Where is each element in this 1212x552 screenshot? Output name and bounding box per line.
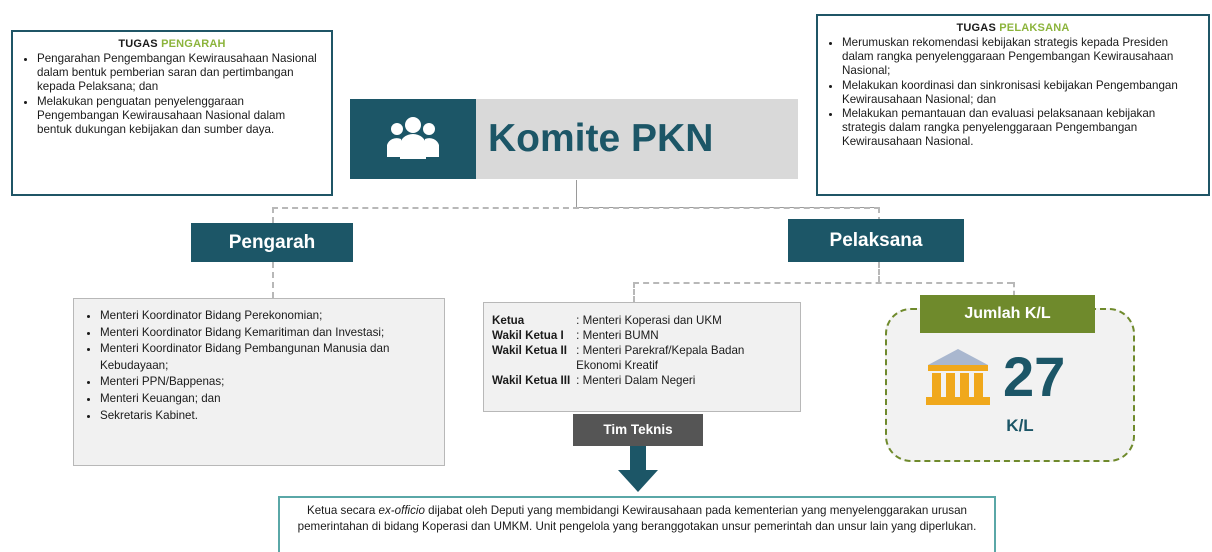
list-item: Pengarahan Pengembangan Kewirausahaan Na… <box>37 52 323 95</box>
list-item: Menteri Keuangan; dan <box>100 391 434 408</box>
pengarah-label: Pengarah <box>191 223 353 262</box>
pengarah-members-box: Menteri Koordinator Bidang Perekonomian;… <box>73 298 445 466</box>
people-group-icon <box>387 117 439 159</box>
jumlah-kl-value: 27 <box>1003 345 1066 408</box>
tugas-pelaksana-list: Merumuskan rekomendasi kebijakan strateg… <box>826 36 1200 150</box>
jumlah-drop-line <box>1013 282 1015 296</box>
institution-building-icon <box>926 349 990 405</box>
pelaksana-label: Pelaksana <box>788 219 964 262</box>
list-item: Menteri Koordinator Bidang Perekonomian; <box>100 308 434 325</box>
tugas-pelaksana-box: TUGAS PELAKSANA Merumuskan rekomendasi k… <box>816 14 1210 196</box>
pelaksana-split-line <box>633 282 1013 284</box>
tugas-pengarah-list: Pengarahan Pengembangan Kewirausahaan Na… <box>21 52 323 137</box>
komite-header: Komite PKN <box>350 99 798 179</box>
list-item: Sekretaris Kabinet. <box>100 408 434 425</box>
tugas-pengarah-box: TUGAS PENGARAH Pengarahan Pengembangan K… <box>11 30 333 196</box>
table-row: Wakil Ketua II : Menteri Parekraf/Kepala… <box>492 344 745 372</box>
table-row: Wakil Ketua I : Menteri BUMN <box>492 329 659 342</box>
pelaksana-drop-line <box>878 207 880 223</box>
list-item: Menteri PPN/Bappenas; <box>100 374 434 391</box>
tugas-pengarah-title: TUGAS PENGARAH <box>118 38 226 50</box>
komite-connector <box>576 180 577 207</box>
jumlah-kl-unit: K/L <box>1006 416 1034 435</box>
jumlah-kl-box <box>885 308 1135 462</box>
komite-icon-panel <box>350 99 476 179</box>
tim-teknis-description: Ketua secara ex-officio dijabat oleh Dep… <box>278 496 996 552</box>
list-item: Melakukan koordinasi dan sinkronisasi ke… <box>842 79 1200 107</box>
pelaksana-roles-table: Ketua : Menteri Koperasi dan UKM Wakil K… <box>492 313 792 388</box>
tim-teknis-label: Tim Teknis <box>573 414 703 446</box>
tugas-pelaksana-title: TUGAS PELAKSANA <box>956 22 1070 34</box>
list-item: Merumuskan rekomendasi kebijakan strateg… <box>842 36 1200 79</box>
pengarah-drop-line <box>272 207 274 223</box>
list-item: Menteri Koordinator Bidang Pembangunan M… <box>100 341 434 374</box>
pelaksana-roles-box: Ketua : Menteri Koperasi dan UKM Wakil K… <box>483 302 801 412</box>
pengarah-members-list: Menteri Koordinator Bidang Perekonomian;… <box>84 308 434 424</box>
list-item: Melakukan penguatan penyelenggaraan Peng… <box>37 95 323 138</box>
branch-dashed-line <box>272 207 880 209</box>
jumlah-kl-label: Jumlah K/L <box>920 295 1095 333</box>
list-item: Melakukan pemantauan dan evaluasi pelaks… <box>842 107 1200 150</box>
ketua-drop-line <box>633 282 635 302</box>
table-row: Wakil Ketua III : Menteri Dalam Negeri <box>492 374 696 387</box>
pengarah-down-line <box>272 262 274 298</box>
komite-title: Komite PKN <box>488 117 714 160</box>
table-row: Ketua : Menteri Koperasi dan UKM <box>492 314 722 327</box>
pelaksana-down-line <box>878 262 880 282</box>
down-arrow-icon <box>618 446 658 492</box>
list-item: Menteri Koordinator Bidang Kemaritiman d… <box>100 325 434 342</box>
